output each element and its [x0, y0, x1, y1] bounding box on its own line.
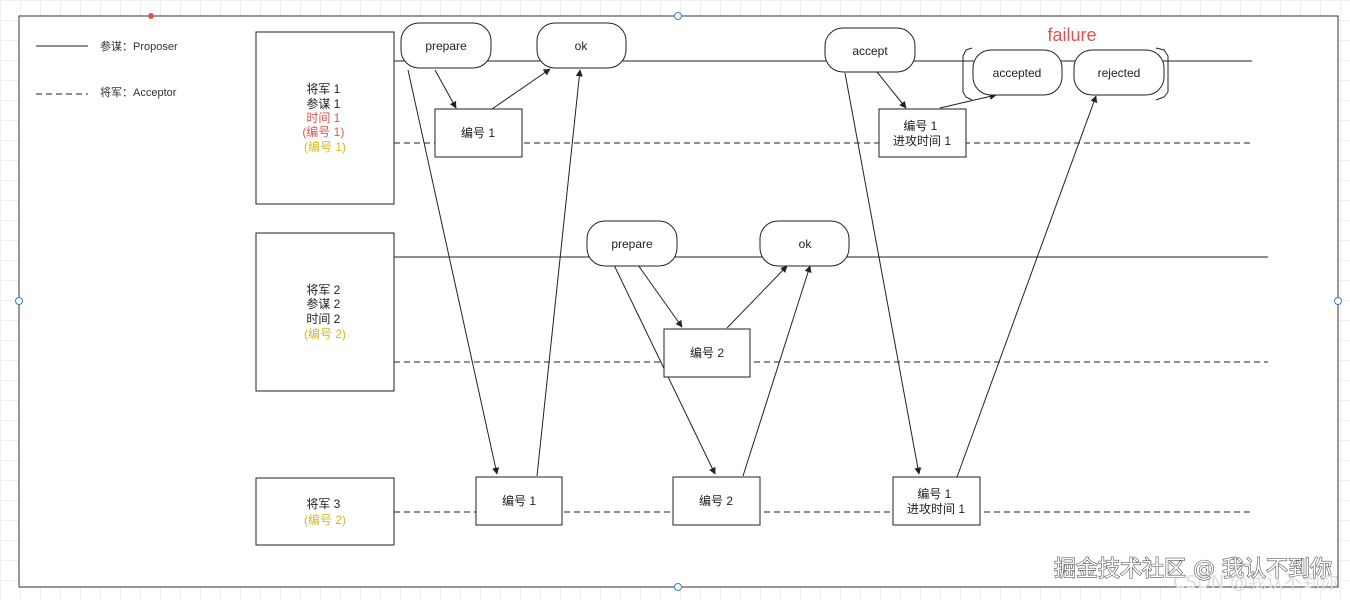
rotation-handle[interactable]: [148, 13, 154, 19]
general-2-label: 将军 2 参谋 2 时间 2 (编号 2): [304, 283, 346, 341]
g3-number2-text: 编号 2: [699, 493, 733, 508]
accept-message[interactable]: [824, 27, 916, 73]
general-3-line-2: (编号 2): [304, 512, 346, 527]
general-2-line-1: 将军 2: [306, 283, 340, 297]
accept-message-label: accept: [852, 44, 888, 58]
general-1-line-1: 将军 1: [306, 82, 340, 96]
general-2-line-2: 参谋 2: [306, 296, 340, 311]
g1-accept-text: 编号 1 进攻时间 1: [893, 118, 951, 148]
arrow-prepare1-to-g1-number: [434, 69, 457, 109]
general-1-line-3: 时间 1: [306, 111, 340, 125]
arrow-prepare1-to-g3-number1: [407, 69, 500, 475]
failure-label: failure: [1047, 25, 1096, 45]
accepted-message[interactable]: [972, 49, 1063, 96]
selection-handle-left[interactable]: [15, 297, 23, 305]
prepare-message-1-label: prepare: [425, 39, 467, 53]
selection-handle-bottom[interactable]: [674, 583, 682, 591]
ok-message-1-label: ok: [575, 39, 589, 53]
g3-accept-box[interactable]: [892, 476, 981, 526]
ok-message-2[interactable]: [759, 220, 850, 267]
g1-accept-line-2: 进攻时间 1: [893, 134, 951, 148]
legend-proposer-label: 参谋：Proposer: [100, 39, 178, 53]
general-1-box[interactable]: [255, 31, 395, 205]
arrow-prepare2-to-g2-number: [637, 264, 683, 328]
rejected-message[interactable]: [1073, 49, 1165, 96]
arrow-g3-number1-to-ok1: [536, 69, 583, 477]
g3-accept-line-1: 编号 1: [917, 486, 951, 501]
selection-handle-top[interactable]: [674, 12, 682, 20]
g3-number1-text: 编号 1: [502, 493, 536, 508]
watermark-faint: CSDN @我认不到你: [1173, 572, 1338, 593]
legend-acceptor-label: 将军：Acceptor: [100, 86, 177, 99]
prepare-message-2[interactable]: [586, 220, 678, 267]
arrow-accept-to-g3-accept: [844, 72, 922, 475]
arrow-g3-number2-to-ok2: [742, 265, 812, 477]
general-2-line-3: 时间 2: [306, 312, 340, 326]
g3-accept-line-2: 进攻时间 1: [907, 502, 965, 516]
general-1-line-4: (编号 1): [302, 124, 344, 139]
g1-accept-box[interactable]: [878, 108, 967, 158]
g1-accept-line-1: 编号 1: [903, 118, 937, 133]
arrow-g3-accept-to-rejected: [956, 95, 1098, 478]
g3-number1-box[interactable]: [475, 476, 563, 526]
general-3-box[interactable]: [255, 477, 395, 546]
general-2-box[interactable]: [255, 232, 395, 392]
result-bracket-left: [962, 47, 973, 101]
general-2-line-4: (编号 2): [304, 326, 346, 341]
g2-number-text: 编号 2: [690, 345, 724, 360]
selection-handle-right[interactable]: [1334, 297, 1342, 305]
general-1-label: 将军 1 参谋 1 时间 1 (编号 1) (编号 1): [302, 82, 347, 154]
accepted-message-label: accepted: [993, 66, 1042, 80]
result-bracket-right: [1155, 47, 1169, 101]
g3-number2-box[interactable]: [672, 476, 761, 526]
general-3-line-1: 将军 3: [306, 497, 340, 511]
g1-number-box[interactable]: [434, 108, 523, 158]
message-arrows: [407, 68, 1098, 478]
watermark: 掘金技术社区 @ 我认不到你: [1054, 557, 1332, 582]
arrow-g1-number-to-ok1: [491, 68, 551, 110]
general-3-label: 将军 3 (编号 2): [304, 497, 346, 527]
prepare-message-1[interactable]: [400, 22, 492, 69]
general-1-line-2: 参谋 1: [306, 96, 340, 111]
arrow-g1-accept-to-accepted: [939, 93, 997, 109]
ok-message-2-label: ok: [799, 237, 813, 251]
general-1-line-5: (编号 1): [304, 139, 346, 154]
rejected-message-label: rejected: [1098, 66, 1141, 80]
g3-accept-text: 编号 1 进攻时间 1: [907, 486, 965, 516]
ok-message-1[interactable]: [536, 22, 627, 69]
prepare-message-2-label: prepare: [611, 237, 653, 251]
g1-number-text: 编号 1: [461, 125, 495, 140]
arrow-accept-to-g1-accept: [876, 71, 907, 109]
arrow-g2-number-to-ok2: [726, 265, 788, 329]
g2-number-box[interactable]: [663, 328, 751, 378]
